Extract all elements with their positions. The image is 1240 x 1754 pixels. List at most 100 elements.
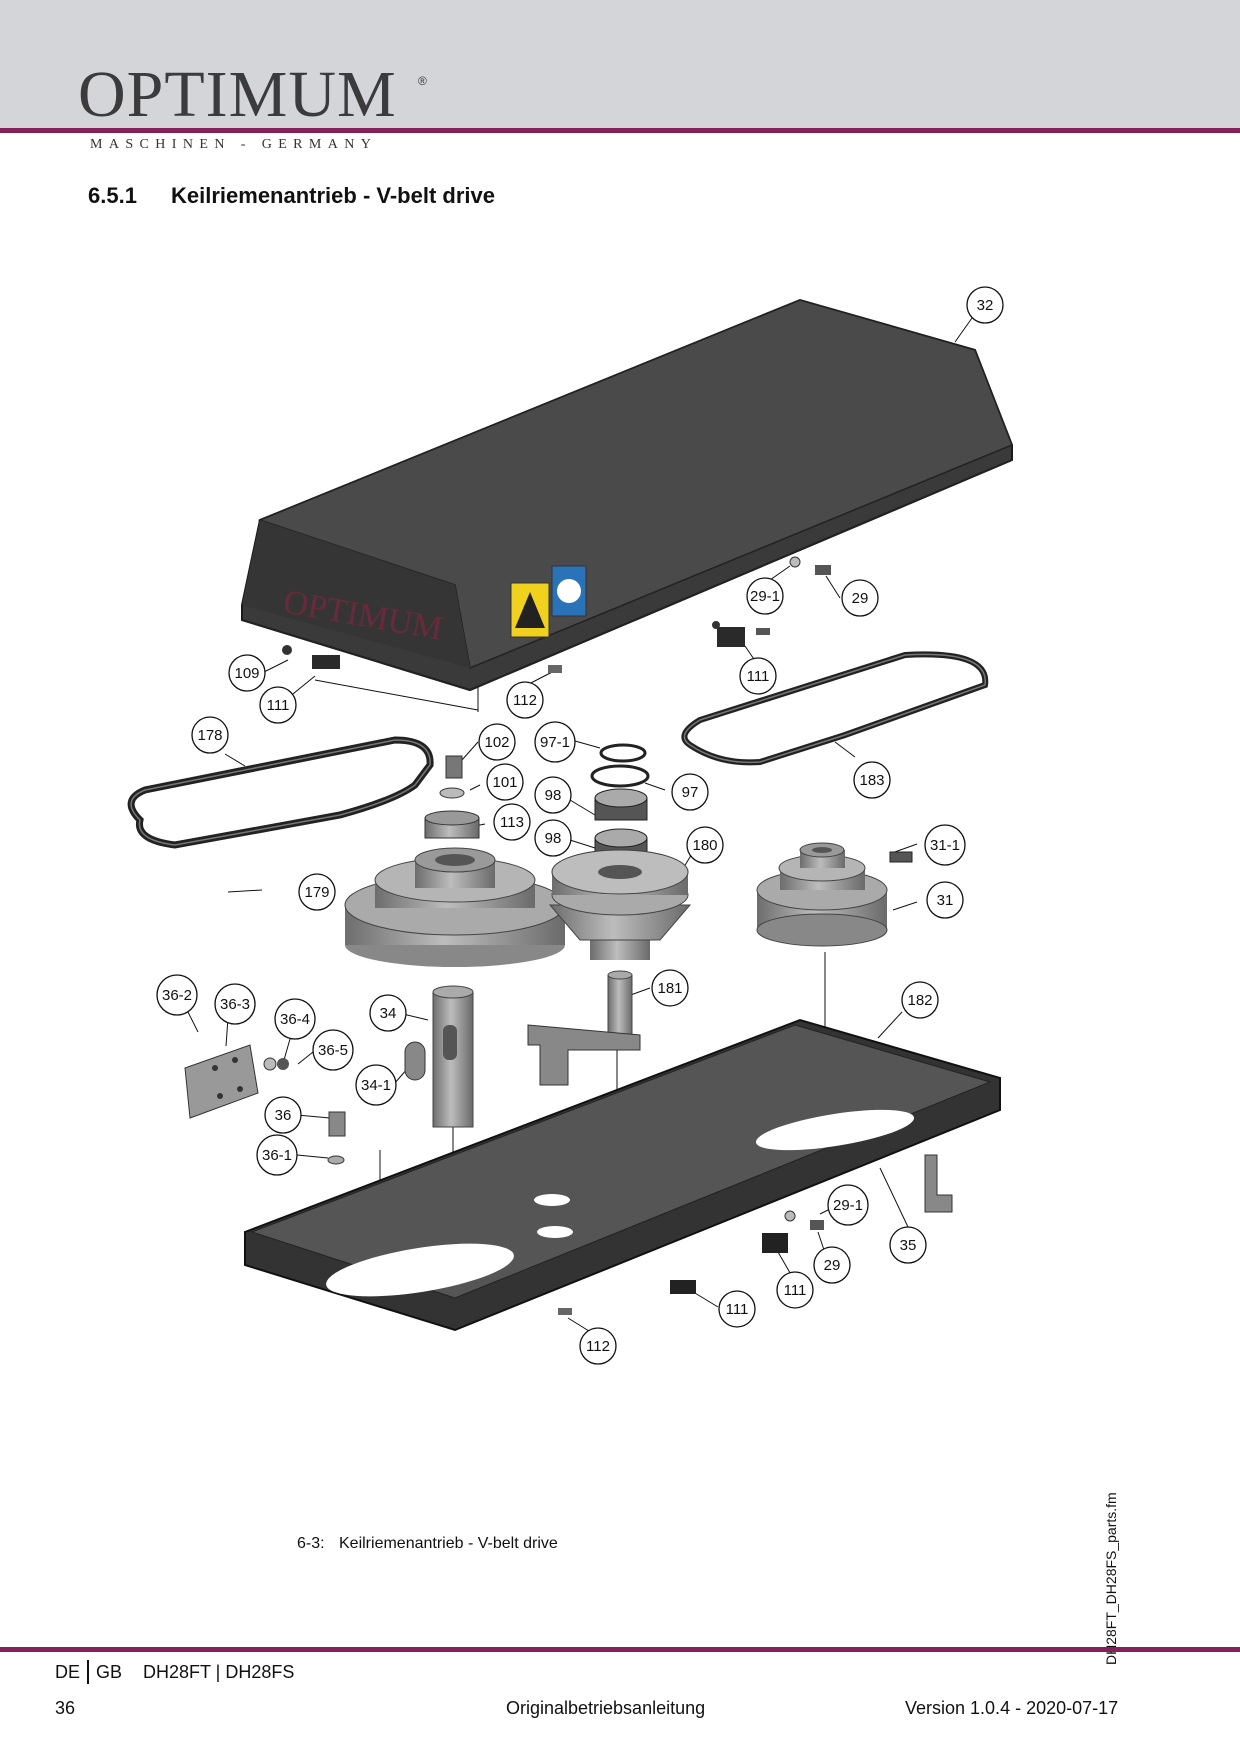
svg-text:98: 98 [545, 787, 562, 804]
callout-32[interactable]: 32 [966, 286, 1004, 324]
svg-text:36-5: 36-5 [318, 1042, 348, 1059]
callout-97[interactable]: 97 [671, 773, 709, 811]
base-tray-part [244, 1018, 1001, 1332]
callout-111[interactable]: 111 [259, 686, 297, 724]
callout-182[interactable]: 182 [901, 981, 939, 1019]
svg-text:36-2: 36-2 [162, 987, 192, 1004]
brand-logo: OPTIMUM [78, 58, 397, 131]
callout-35[interactable]: 35 [889, 1226, 927, 1264]
svg-text:29: 29 [852, 590, 869, 607]
svg-text:112: 112 [513, 692, 537, 709]
callout-34-1[interactable]: 34-1 [355, 1064, 397, 1106]
figure-number: 6-3: [297, 1535, 325, 1552]
section-title: Keilriemenantrieb - V-belt drive [171, 183, 495, 208]
callout-36[interactable]: 36 [264, 1096, 302, 1134]
callout-183[interactable]: 183 [853, 761, 891, 799]
language-de: DE [55, 1662, 81, 1682]
svg-text:35: 35 [900, 1237, 917, 1254]
svg-text:183: 183 [859, 772, 884, 789]
svg-text:36-3: 36-3 [220, 996, 250, 1013]
machine-models: DH28FT | DH28FS [143, 1662, 295, 1682]
pulley-180 [548, 849, 692, 960]
figure-caption: Keilriemenantrieb - V-belt drive [339, 1535, 558, 1552]
svg-text:182: 182 [907, 992, 932, 1009]
pulley-179 [344, 847, 566, 967]
footer-rule [0, 1647, 1240, 1652]
callout-97-1[interactable]: 97-1 [534, 721, 576, 763]
svg-text:29-1: 29-1 [750, 588, 780, 605]
header-band [0, 0, 1240, 128]
svg-text:31: 31 [937, 892, 954, 909]
callout-111[interactable]: 111 [739, 657, 777, 695]
svg-text:36-4: 36-4 [280, 1011, 310, 1028]
callout-102[interactable]: 102 [478, 723, 516, 761]
v-belt-183 [681, 651, 989, 766]
callout-36-5[interactable]: 36-5 [312, 1029, 354, 1071]
svg-text:98: 98 [545, 830, 562, 847]
svg-text:34-1: 34-1 [361, 1077, 391, 1094]
svg-text:36: 36 [275, 1107, 292, 1124]
svg-text:36-1: 36-1 [262, 1147, 292, 1164]
top-cover-part: OPTIMUM [241, 298, 1013, 692]
source-file-label: DH28FT_DH28FS_parts.fm [1103, 1492, 1119, 1665]
v-belt-178 [127, 736, 434, 849]
svg-text:102: 102 [484, 734, 509, 751]
callout-36-1[interactable]: 36-1 [256, 1134, 298, 1176]
callout-29[interactable]: 29 [841, 579, 879, 617]
callout-29[interactable]: 29 [813, 1246, 851, 1284]
language-gb: GB [96, 1662, 123, 1682]
callout-178[interactable]: 178 [191, 716, 229, 754]
svg-text:111: 111 [267, 697, 290, 714]
callout-112[interactable]: 112 [506, 681, 544, 719]
callout-36-3[interactable]: 36-3 [214, 983, 256, 1025]
registered-mark: ® [418, 74, 427, 88]
svg-text:111: 111 [747, 668, 770, 685]
svg-text:179: 179 [304, 884, 329, 901]
svg-text:113: 113 [500, 814, 524, 831]
document-version: Version 1.0.4 - 2020-07-17 [905, 1698, 1119, 1718]
callout-112[interactable]: 112 [579, 1327, 617, 1365]
svg-text:112: 112 [586, 1338, 610, 1355]
brand-tagline: MASCHINEN - GERMANY [90, 137, 378, 152]
callout-36-4[interactable]: 36-4 [274, 998, 316, 1040]
svg-text:109: 109 [234, 665, 259, 682]
svg-text:29-1: 29-1 [833, 1197, 863, 1214]
manual-name: Originalbetriebsanleitung [506, 1698, 706, 1718]
svg-text:111: 111 [726, 1301, 749, 1318]
callout-29-1[interactable]: 29-1 [827, 1184, 869, 1226]
callout-111[interactable]: 111 [718, 1290, 756, 1328]
callout-31[interactable]: 31 [926, 881, 964, 919]
header-rule [0, 128, 1240, 133]
svg-text:31-1: 31-1 [930, 837, 960, 854]
svg-text:178: 178 [197, 727, 222, 744]
svg-text:111: 111 [784, 1282, 807, 1299]
svg-text:180: 180 [692, 837, 717, 854]
callout-98[interactable]: 98 [534, 776, 572, 814]
callout-111[interactable]: 111 [776, 1271, 814, 1309]
callout-98[interactable]: 98 [534, 819, 572, 857]
svg-text:181: 181 [657, 980, 682, 997]
callout-31-1[interactable]: 31-1 [924, 824, 966, 866]
svg-text:101: 101 [492, 774, 517, 791]
svg-text:29: 29 [824, 1257, 841, 1274]
callout-36-2[interactable]: 36-2 [156, 974, 198, 1016]
hinge-part [184, 1044, 346, 1165]
language-separator [87, 1660, 89, 1684]
callout-29-1[interactable]: 29-1 [746, 577, 784, 615]
callout-101[interactable]: 101 [486, 763, 524, 801]
callout-181[interactable]: 181 [651, 969, 689, 1007]
callout-179[interactable]: 179 [298, 873, 336, 911]
spindle-34 [404, 985, 474, 1128]
callout-34[interactable]: 34 [369, 994, 407, 1032]
exploded-parts-drawing: OPTIMUM [127, 286, 1013, 1365]
svg-text:97-1: 97-1 [540, 734, 570, 751]
svg-text:97: 97 [682, 784, 699, 801]
callout-109[interactable]: 109 [228, 654, 266, 692]
callout-113[interactable]: 113 [493, 803, 531, 841]
page-number: 36 [55, 1698, 76, 1718]
section-number: 6.5.1 [88, 183, 137, 208]
svg-text:32: 32 [977, 297, 994, 314]
callout-180[interactable]: 180 [686, 826, 724, 864]
svg-text:34: 34 [380, 1005, 397, 1022]
pulley-31 [756, 842, 888, 947]
